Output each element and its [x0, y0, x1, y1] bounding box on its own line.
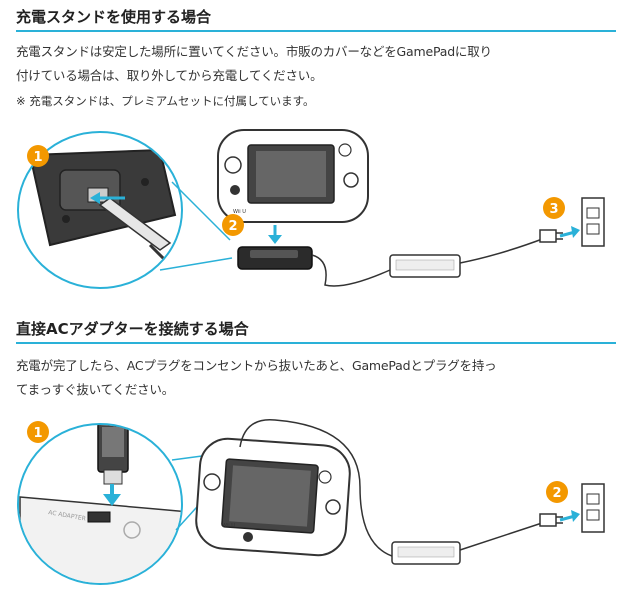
wiiu-logo-stand: Wii U: [233, 209, 246, 215]
step-badge-direct-1: 1: [27, 421, 49, 443]
direct-ac-illustration: AC ADAPTER Wii U: [17, 419, 605, 585]
ac-plug-direct: [539, 513, 563, 527]
svg-text:2: 2: [552, 486, 561, 501]
svg-text:1: 1: [33, 150, 42, 165]
ac-plug-stand: [539, 229, 563, 243]
charging-stand-illustration: Wii U 1 2 3: [17, 129, 605, 289]
section-heading-direct-ac: 直接ACアダプターを接続する場合: [16, 318, 616, 344]
svg-text:1: 1: [33, 426, 42, 441]
wall-outlet-stand: [581, 197, 605, 247]
svg-text:2: 2: [228, 219, 237, 234]
direct-ac-text-line-2: てまっすぐ抜いてください。: [16, 382, 175, 397]
charging-stand-text-line-2: 付けている場合は、取り外してから充電してください。: [16, 68, 323, 83]
svg-text:3: 3: [549, 202, 558, 217]
zoom-callout-port: [17, 131, 183, 289]
premium-set-note: ※ 充電スタンドは、プレミアムセットに付属しています。: [16, 94, 315, 108]
ac-adapter-direct: [391, 541, 461, 565]
step-badge-2: 2: [222, 214, 244, 236]
zoom-callout-connector: AC ADAPTER: [17, 423, 183, 585]
gamepad-illustration-direct: Wii U: [195, 437, 351, 557]
step-badge-3: 3: [543, 197, 565, 219]
step-badge-direct-2: 2: [546, 481, 568, 503]
gamepad-illustration: Wii U: [217, 129, 369, 223]
direct-ac-text-line-1: 充電が完了したら、ACプラグをコンセントから抜いたあと、GamePadとプラグを…: [16, 358, 497, 373]
charging-stand-text-line-1: 充電スタンドは安定した場所に置いてください。市販のカバーなどをGamePadに取…: [16, 44, 492, 59]
wiiu-logo-direct: Wii U: [222, 523, 235, 529]
ac-adapter-stand: [389, 254, 461, 278]
section-heading-charging-stand: 充電スタンドを使用する場合: [16, 6, 616, 32]
wall-outlet-direct: [581, 483, 605, 533]
charging-stand: [237, 246, 313, 270]
step-badge-1: 1: [27, 145, 49, 167]
